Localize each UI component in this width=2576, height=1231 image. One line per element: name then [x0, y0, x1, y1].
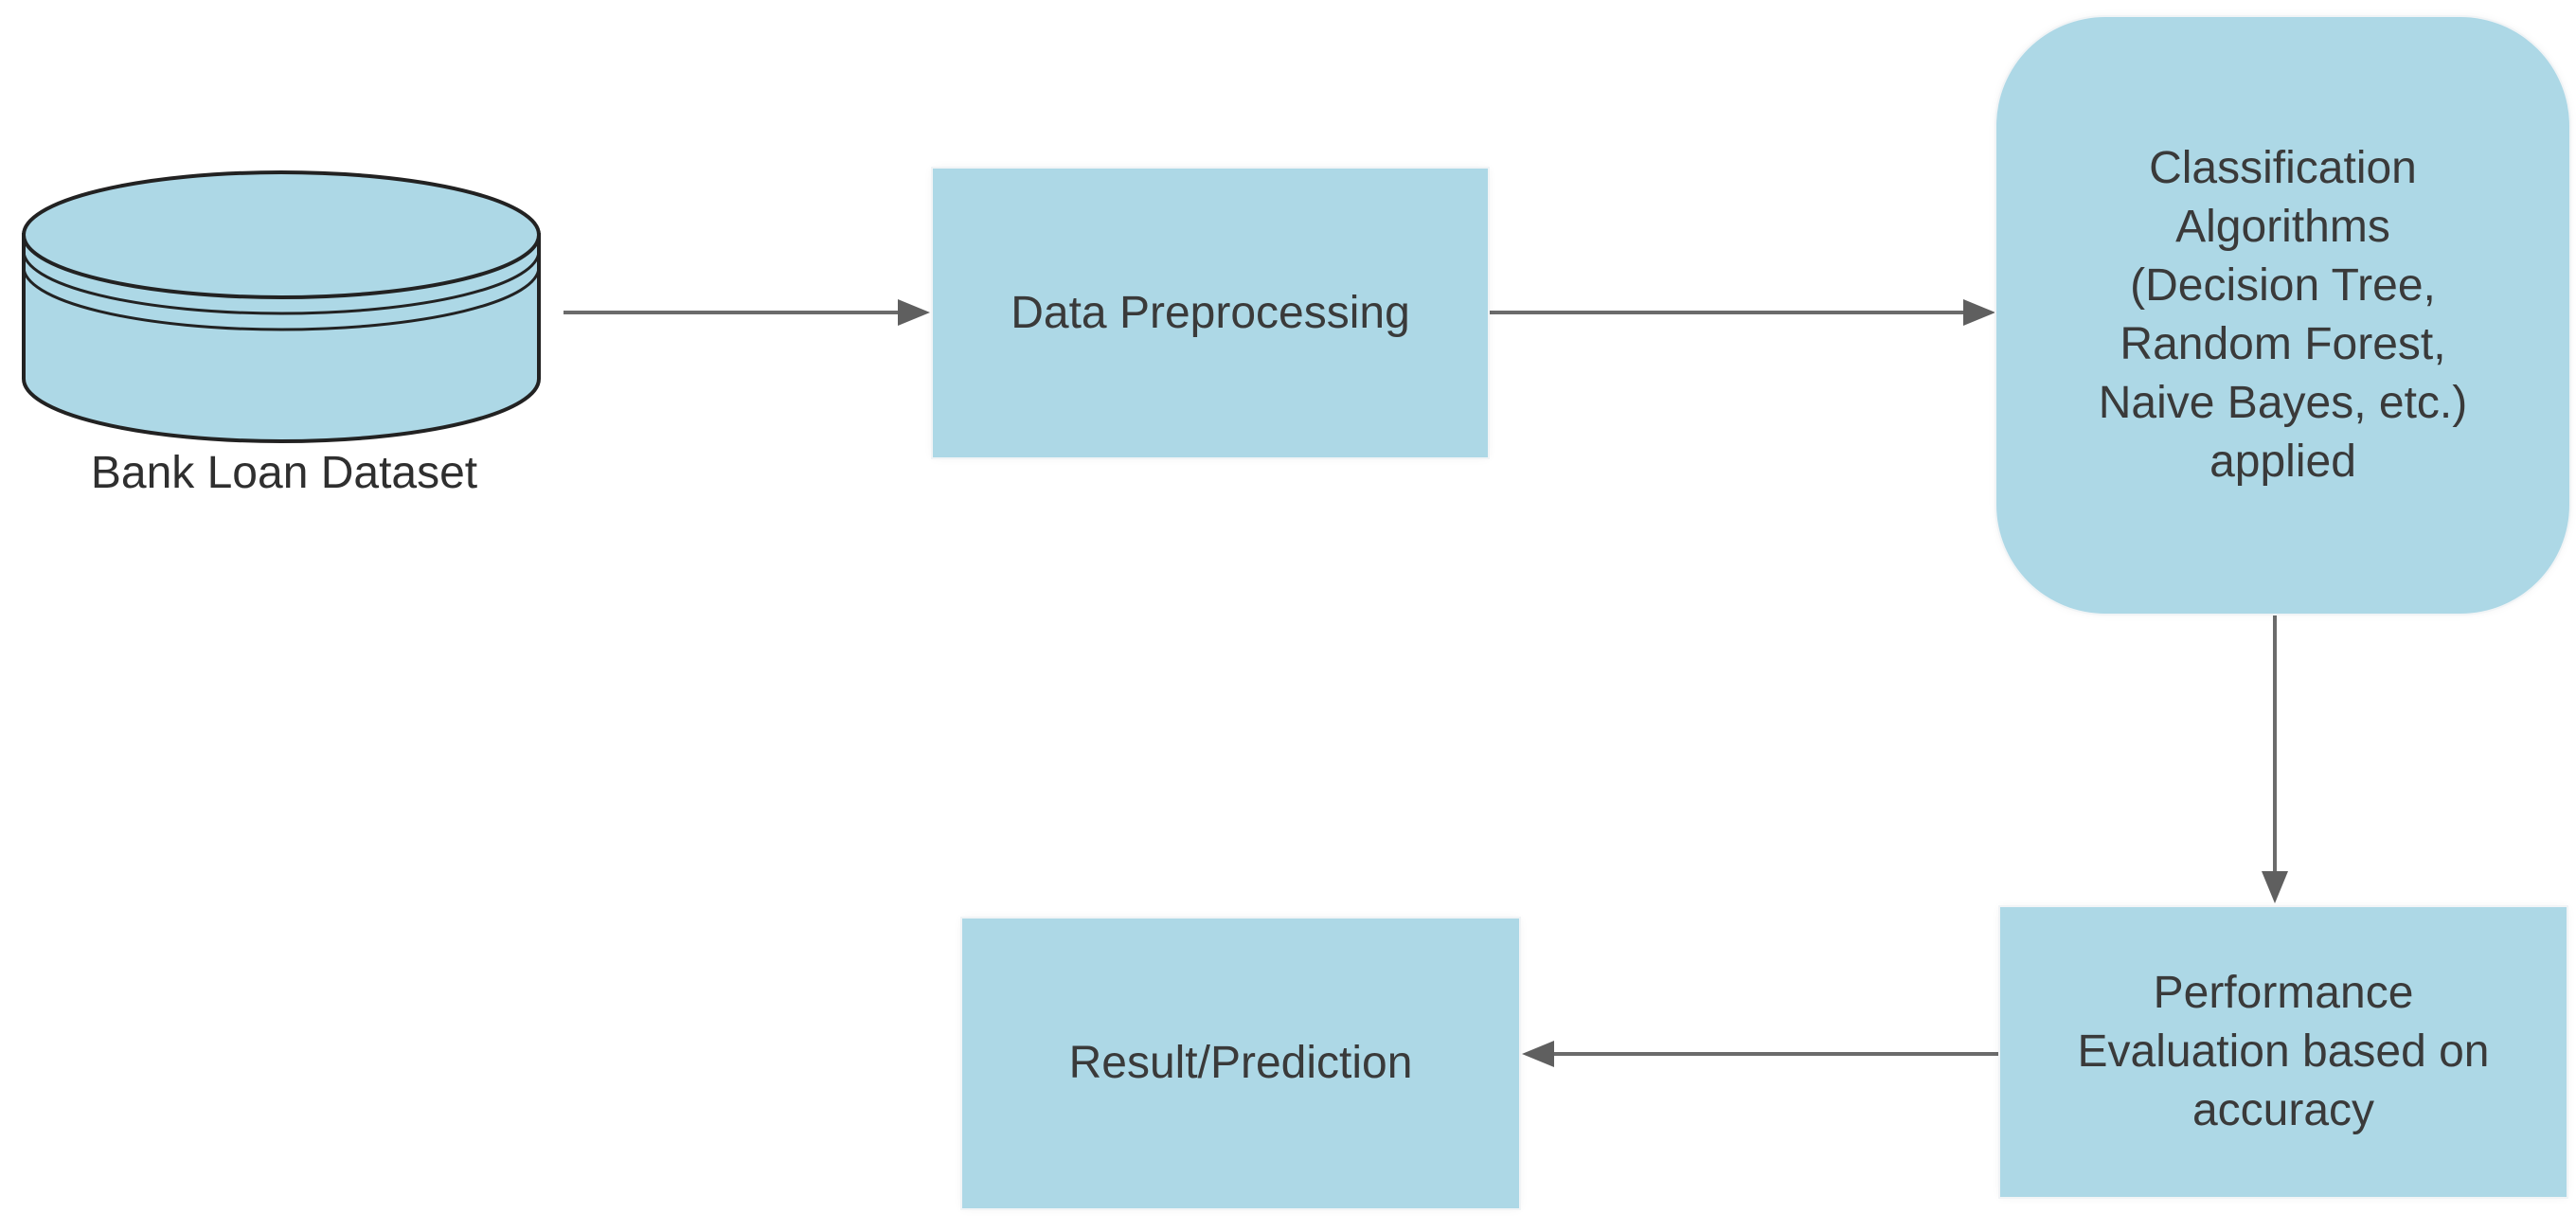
- arrow-dataset-to-preprocessing: [564, 299, 930, 326]
- performance-evaluation-box: Performance Evaluation based on accuracy: [2000, 907, 2567, 1197]
- bank-loan-dataset-database-icon: [22, 170, 541, 443]
- data-preprocessing-box: Data Preprocessing: [933, 169, 1488, 457]
- result-prediction-box: Result/Prediction: [962, 919, 1519, 1208]
- dataset-label: Bank Loan Dataset: [90, 448, 478, 498]
- arrow-preprocessing-to-classification: [1488, 299, 1995, 326]
- classification-algorithms-label: Classification Algorithms (Decision Tree…: [2098, 143, 2468, 487]
- arrow-classification-to-evaluation: [2262, 614, 2288, 903]
- performance-evaluation-label: Performance Evaluation based on accuracy: [2077, 968, 2490, 1135]
- arrow-evaluation-to-result: [1522, 1041, 2000, 1067]
- classification-algorithms-box: Classification Algorithms (Decision Tree…: [1996, 17, 2569, 614]
- data-preprocessing-label: Data Preprocessing: [1011, 287, 1410, 338]
- result-prediction-label: Result/Prediction: [1068, 1038, 1413, 1088]
